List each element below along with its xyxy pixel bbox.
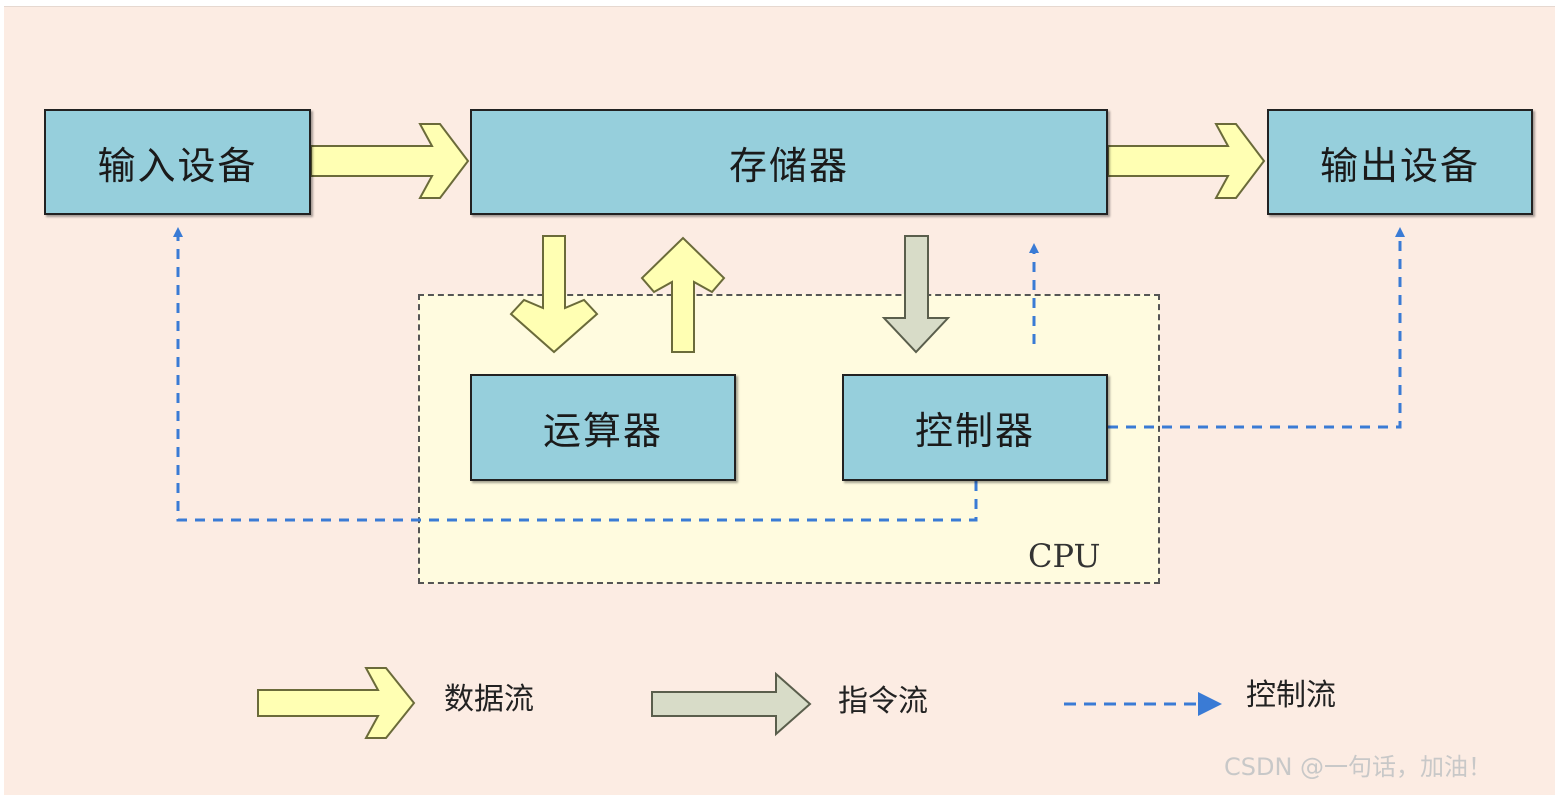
control-line-to-input xyxy=(173,227,978,522)
memory-box: 存储器 xyxy=(470,109,1108,215)
legend-control-arrowhead-icon xyxy=(1198,692,1222,716)
legend-instruction-arrow-icon xyxy=(651,671,812,737)
data-arrow-memory-to-alu xyxy=(509,235,599,354)
data-arrow-memory-to-output xyxy=(1107,123,1266,199)
instruction-arrow-memory-to-control xyxy=(881,235,951,354)
legend-control-flow-label: 控制流 xyxy=(1246,678,1336,713)
control-unit-box: 控制器 xyxy=(842,374,1108,481)
cpu-label: CPU xyxy=(1028,537,1101,575)
legend-instruction-flow-label: 指令流 xyxy=(838,684,928,719)
alu-box: 运算器 xyxy=(470,374,736,481)
output-device-box: 输出设备 xyxy=(1267,109,1533,215)
control-line-to-output xyxy=(1108,227,1405,429)
data-arrow-alu-to-memory xyxy=(640,236,726,353)
legend-data-arrow-icon xyxy=(257,667,416,739)
watermark: CSDN @一句话，加油！ xyxy=(1224,753,1493,781)
data-arrow-input-to-memory xyxy=(310,123,470,199)
input-device-box: 输入设备 xyxy=(44,109,311,215)
legend-data-flow-label: 数据流 xyxy=(444,682,534,717)
